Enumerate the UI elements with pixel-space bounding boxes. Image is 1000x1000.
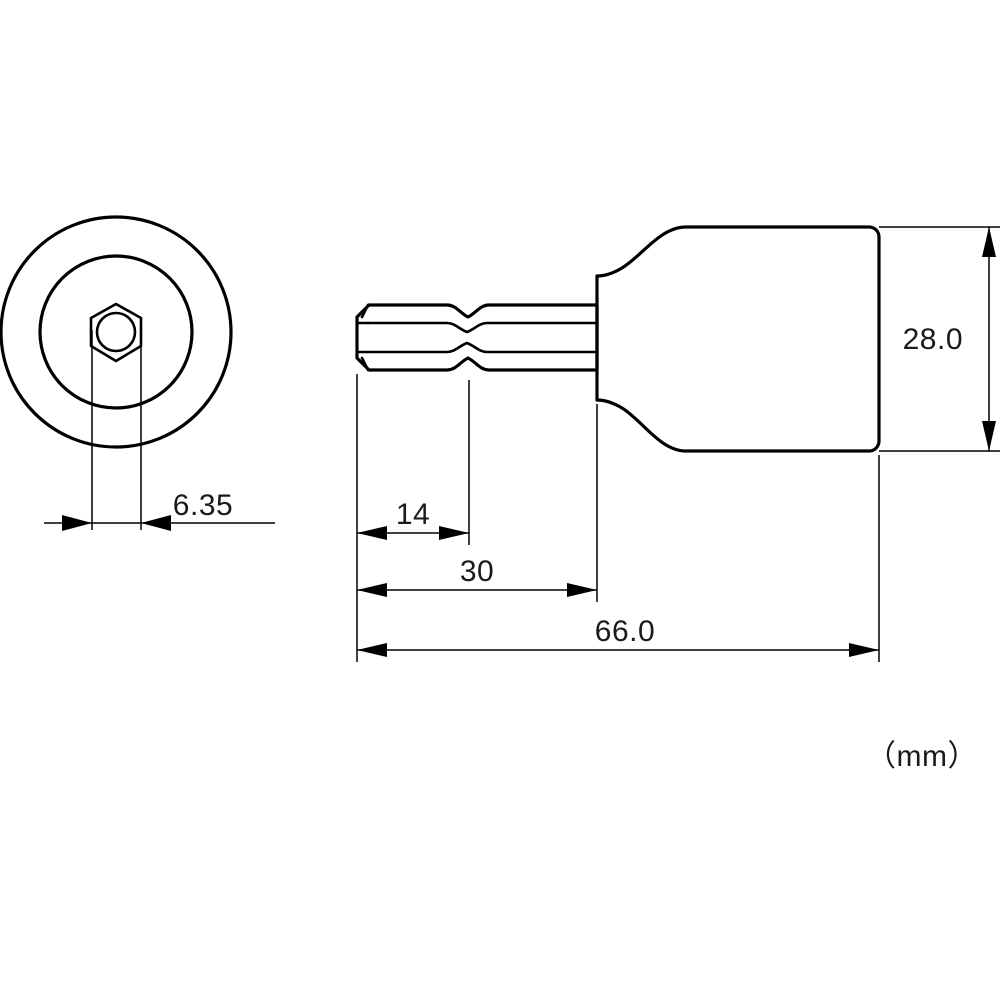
dimension-28-0-arrow-bottom <box>982 421 996 451</box>
dimension-14-label: 14 <box>396 498 430 531</box>
dimension-66-0-label: 66.0 <box>595 615 655 648</box>
dimension-66-0-arrow-left <box>357 643 387 657</box>
front-view-outer-circle <box>0 215 233 449</box>
side-view-extension-lines <box>356 226 1000 662</box>
socket-body-outline <box>595 225 881 453</box>
front-view-hex-socket <box>89 302 143 363</box>
dimension-6-35-arrow-left <box>62 515 92 531</box>
dimension-30-label: 30 <box>460 555 494 588</box>
side-view <box>355 225 881 453</box>
front-view-middle-circle <box>38 254 194 410</box>
dimension-30-arrow-left <box>357 583 387 597</box>
units-label: （mm） <box>866 740 978 773</box>
hex-shank-outline <box>355 303 599 372</box>
hex-shank-tip-chamfer-top <box>360 303 370 319</box>
dimension-66-0-arrow-right <box>849 643 879 657</box>
dimension-66-0: 66.0 <box>357 615 879 657</box>
dimension-28-0-label: 28.0 <box>903 323 963 356</box>
front-view-inner-circle <box>95 311 137 353</box>
dimension-28-0-arrow-top <box>982 227 996 257</box>
dimension-14: 14 <box>357 498 469 540</box>
dimension-14-arrow-right <box>439 526 469 540</box>
hex-shank-bottom-flat-line <box>366 341 599 354</box>
front-view <box>0 215 233 530</box>
dimension-30: 30 <box>357 555 597 597</box>
dimension-6-35-label: 6.35 <box>173 489 233 522</box>
dimension-6-35-arrow-right <box>141 515 171 531</box>
hex-shank-top-flat-line <box>366 321 599 334</box>
dimension-14-arrow-left <box>357 526 387 540</box>
dimension-30-arrow-right <box>567 583 597 597</box>
dimension-6-35: 6.35 <box>44 489 275 531</box>
hex-shank-tip-chamfer-bottom <box>360 356 370 372</box>
dimension-28-0: 28.0 <box>903 227 996 451</box>
